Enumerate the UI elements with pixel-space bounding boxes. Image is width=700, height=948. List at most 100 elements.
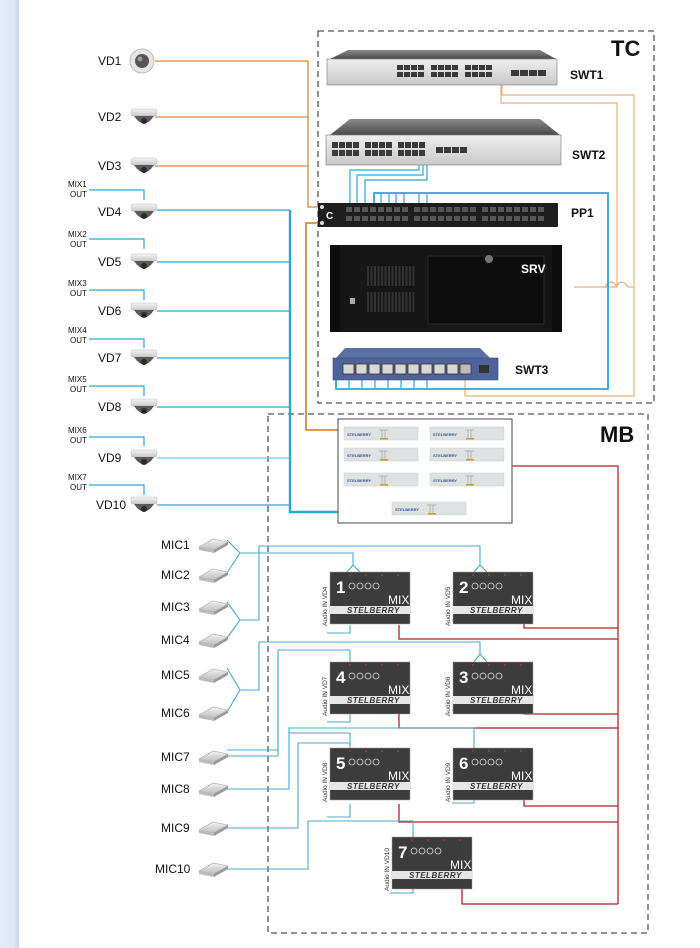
mixer-knob xyxy=(479,672,487,680)
patch-port xyxy=(402,216,408,221)
port xyxy=(365,150,371,156)
switch-swt2[interactable] xyxy=(325,119,562,166)
microphone-mic5[interactable]: MIC5 xyxy=(161,668,229,683)
vent xyxy=(388,266,390,286)
patch-port xyxy=(498,207,504,212)
port xyxy=(460,147,467,153)
vent xyxy=(384,266,387,286)
patch-port xyxy=(370,216,376,221)
port xyxy=(353,142,359,148)
patch-port xyxy=(414,216,420,221)
mixer-audio-in-label: Audio IN VD6 xyxy=(445,676,452,716)
microphone-mic10[interactable]: MIC10 xyxy=(155,862,229,877)
patch-port xyxy=(438,207,444,212)
port xyxy=(386,150,392,156)
patch-port xyxy=(422,207,428,212)
mixer-knob xyxy=(372,582,380,590)
port xyxy=(431,72,437,77)
wires-blue-tc xyxy=(335,150,609,390)
patch-port xyxy=(538,216,544,221)
dome-camera-icon xyxy=(130,108,158,124)
mixer-number: 6 xyxy=(459,754,468,773)
microphone-mic3[interactable]: MIC3 xyxy=(161,600,229,615)
switch-swt3[interactable] xyxy=(332,348,499,381)
patch-port xyxy=(414,207,420,212)
vent xyxy=(381,266,383,286)
port xyxy=(438,72,444,77)
vent xyxy=(391,292,394,312)
port xyxy=(459,363,472,375)
mixer-knob xyxy=(356,758,364,766)
patch-port xyxy=(386,216,392,221)
patch-port xyxy=(446,207,452,212)
port xyxy=(411,72,417,77)
port xyxy=(379,150,385,156)
server-srv[interactable] xyxy=(330,245,562,332)
camera-label: VD2 xyxy=(98,110,122,124)
mix-out-label: OUT xyxy=(70,289,87,298)
microphone-mic2[interactable]: MIC2 xyxy=(161,568,229,583)
port xyxy=(346,142,352,148)
mixer-brand: STELBERRY xyxy=(347,696,400,705)
vent xyxy=(412,266,415,286)
port xyxy=(444,147,451,153)
microphone-mic1[interactable]: MIC1 xyxy=(161,538,229,553)
mixer-knob xyxy=(348,758,356,766)
patch-port xyxy=(538,207,544,212)
dome-camera-icon xyxy=(130,449,158,465)
microphone-mic6[interactable]: MIC6 xyxy=(161,706,229,721)
camera-vd1[interactable]: VD1 xyxy=(98,48,155,74)
switch-swt1[interactable] xyxy=(326,50,558,86)
swt2-label: SWT2 xyxy=(572,148,606,162)
zone-mb-label: MB xyxy=(600,422,634,447)
patch-panel-pp1[interactable]: C xyxy=(318,203,558,227)
camera-vd2[interactable]: VD2 xyxy=(98,108,158,124)
port xyxy=(404,72,410,77)
port xyxy=(445,65,451,70)
mixer-knob xyxy=(479,758,487,766)
mixer-knob xyxy=(471,672,479,680)
svg-text:STELBERRY: STELBERRY xyxy=(433,478,457,483)
port xyxy=(332,150,338,156)
patch-port xyxy=(530,216,536,221)
mixer-knob xyxy=(495,758,503,766)
mix-out-label: OUT xyxy=(70,483,87,492)
mixer-knob xyxy=(348,582,356,590)
microphone-label: MIC7 xyxy=(161,750,190,764)
boundary-microphone-icon xyxy=(198,568,229,583)
vent xyxy=(402,292,404,312)
vent xyxy=(367,266,369,286)
port xyxy=(346,150,352,156)
swt1-label: SWT1 xyxy=(570,68,604,82)
dome-camera-icon xyxy=(130,496,158,512)
dome-camera-icon xyxy=(130,349,158,365)
microphone-mic9[interactable]: MIC9 xyxy=(161,821,229,836)
microphone-mic4[interactable]: MIC4 xyxy=(161,633,229,648)
port xyxy=(342,363,355,375)
microphone-mic7[interactable]: MIC7 xyxy=(161,750,229,765)
mixer-knob xyxy=(364,672,372,680)
microphone-label: MIC9 xyxy=(161,821,190,835)
microphone-mic8[interactable]: MIC8 xyxy=(161,782,229,797)
camera-vd3[interactable]: VD3 xyxy=(98,157,158,173)
mixer-label: MIX xyxy=(388,593,409,607)
port xyxy=(339,150,345,156)
mixer-label: MIX xyxy=(511,593,532,607)
mixer-number: 7 xyxy=(398,843,407,862)
mixer-knob xyxy=(364,582,372,590)
